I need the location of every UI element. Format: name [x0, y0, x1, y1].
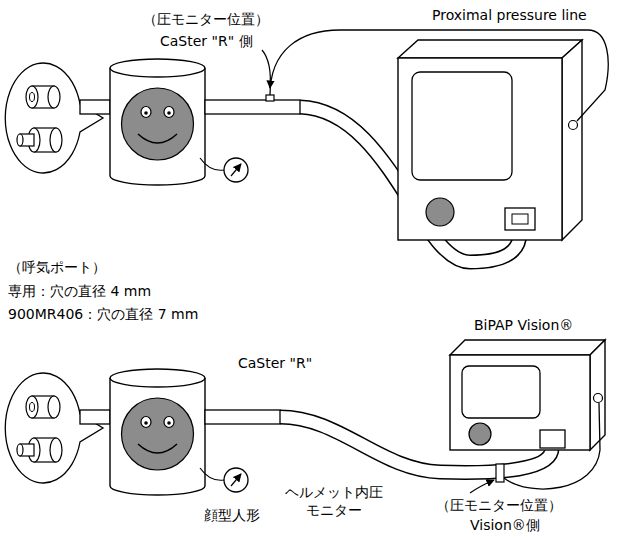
- helmet-name: CaSter "R": [238, 354, 312, 372]
- monitor-position-label: （圧モニター位置）: [143, 10, 269, 28]
- helmet-outlet-tube: [205, 410, 280, 424]
- monitor-position-label: Vision®側: [470, 516, 540, 534]
- exhaust-port-spec: 900MR406：穴の直径 7 mm: [8, 305, 198, 323]
- proximal-pressure-line: [504, 403, 600, 489]
- proximal-pressure-line: [270, 30, 608, 121]
- leader-arrow: [262, 50, 270, 88]
- pressure-port: [496, 464, 504, 482]
- leader-arrow: [470, 480, 494, 493]
- ventilator: [398, 40, 582, 240]
- monitor-position-label: CaSter "R" 側: [160, 32, 253, 50]
- line-name: Proximal pressure line: [432, 6, 587, 24]
- ventilator: [450, 340, 605, 450]
- gauge-label: ヘルメット内圧 モニター: [282, 483, 386, 519]
- ventilator-name: BiPAP Vision®: [474, 316, 573, 334]
- exhaust-port-spec: 専用：穴の直径 4 mm: [8, 282, 151, 300]
- mannequin-name: 顔型人形: [204, 506, 260, 524]
- exhaust-port-label: （呼気ポート）: [8, 258, 106, 276]
- monitor-position-label: （圧モニター位置）: [436, 496, 562, 514]
- helmet-outlet-tube: [205, 100, 300, 114]
- pressure-port: [266, 95, 274, 101]
